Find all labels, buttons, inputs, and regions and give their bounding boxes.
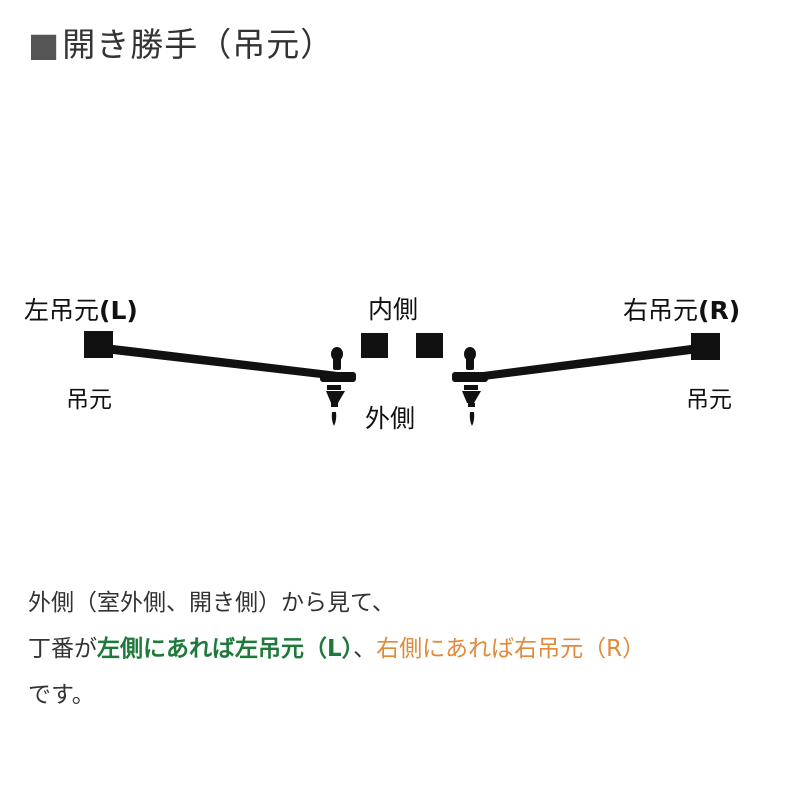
square-bullet-icon: ■ (28, 25, 61, 64)
description-line-2-prefix: 丁番が (28, 636, 97, 662)
left-hinge-square (84, 331, 113, 358)
description-line-3: です。 (28, 682, 95, 708)
inside-marker-right (416, 333, 443, 358)
description: 外側（室外側、開き側）から見て、 丁番が左側にあれば左吊元（L）、右側にあれば右… (28, 580, 788, 718)
left-door-leaf (113, 345, 338, 380)
left-hinge-label-text: 左吊元 (24, 296, 100, 325)
left-hinge-code: (L) (99, 296, 138, 325)
inside-label: 内側 (368, 295, 419, 324)
left-hinge-explanation: 左側にあれば左吊元（L） (97, 636, 354, 662)
right-door-handle-icon (452, 347, 488, 426)
right-hinge-label-text: 右吊元 (623, 296, 699, 325)
right-hinge-code: (R) (698, 296, 741, 325)
page-title: ■開き勝手（吊元） (28, 22, 334, 68)
door-swing-diagram-graphic (84, 331, 720, 426)
right-pivot-label: 吊元 (686, 387, 732, 413)
left-door-handle-icon (320, 347, 356, 426)
left-pivot-label: 吊元 (66, 387, 112, 413)
description-line-2-separator: 、 (353, 636, 377, 662)
inside-marker-left (361, 333, 388, 358)
right-door-leaf (468, 345, 691, 382)
right-hinge-label: 右吊元(R) (623, 291, 740, 327)
description-line-2: 丁番が左側にあれば左吊元（L）、右側にあれば右吊元（R） (28, 626, 788, 672)
right-hinge-explanation: 右側にあれば右吊元（R） (376, 636, 646, 662)
left-hinge-label: 左吊元(L) (24, 291, 138, 327)
page-title-text: 開き勝手（吊元） (62, 25, 335, 64)
outside-label: 外側 (365, 404, 416, 433)
description-line-1: 外側（室外側、開き側）から見て、 (28, 590, 395, 616)
door-swing-diagram: 左吊元(L) 右吊元(R) 内側 外側 吊元 吊元 (24, 291, 740, 433)
right-hinge-square (691, 333, 720, 360)
